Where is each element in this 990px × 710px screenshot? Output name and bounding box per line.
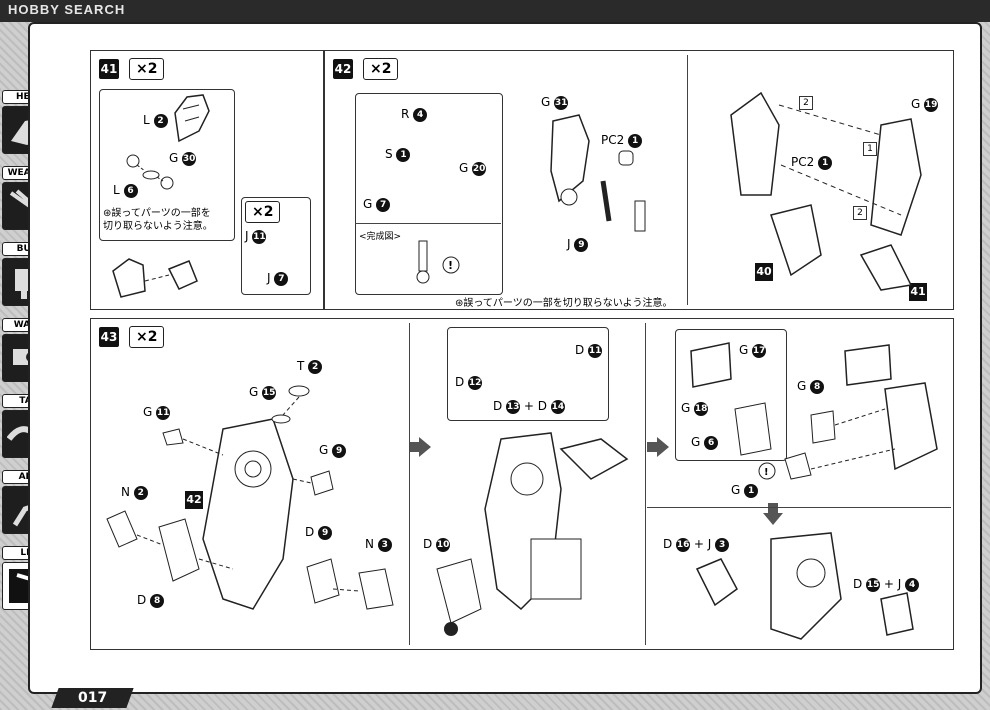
leg-assembly-drawing (436, 432, 629, 636)
step-43-panel: 43 ×2 T 2 G 15 G 11 G 9 N 2 42 D 9 N 3 D… (90, 318, 954, 650)
part-label-j7: J 7 (267, 271, 289, 286)
part-label-g15: G 15 (249, 385, 277, 400)
part-label-n3: N 3 (365, 537, 392, 552)
part-label-s1: S 1 (385, 147, 411, 162)
part-label-g17: G 17 (739, 343, 767, 358)
detail-callout (99, 89, 235, 241)
part-label-g8: G 8 (797, 379, 825, 394)
step-ref-41: 41 (909, 283, 927, 301)
part-label-g9: G 9 (319, 443, 347, 458)
completed-view-drawing: ! (416, 240, 460, 284)
part-label-d8: D 8 (137, 593, 165, 608)
part-label-l6: L 6 (113, 183, 138, 198)
caution-icon: ⊛ (103, 208, 112, 219)
part-label-d12: D 12 (455, 375, 483, 390)
flow-arrow-right (647, 437, 669, 457)
pin-part-drawing (126, 154, 174, 190)
order-step-2: 2 (799, 96, 813, 110)
foot-assembly-drawing (695, 532, 914, 640)
svg-text:!: ! (764, 467, 769, 478)
caution-icon: ⊛ (455, 298, 464, 309)
part-label-g18: G 18 (681, 401, 709, 416)
part-label-g19: G 19 (911, 97, 939, 112)
watermark: HOBBY SEARCH (8, 2, 126, 17)
part-label-g11: G 11 (143, 405, 171, 420)
order-step-2b: 2 (853, 206, 867, 220)
leg-assembly-drawing (730, 91, 922, 291)
part-label-d16-j3: D 16 + J 3 (663, 537, 730, 552)
step-ref-40: 40 (755, 263, 773, 281)
divider (409, 323, 410, 645)
part-label-g31: G 31 (541, 95, 569, 110)
part-label-g1: G 1 (731, 483, 759, 498)
part-label-d9: D 9 (305, 525, 333, 540)
claw-part-drawing (174, 94, 210, 143)
detail-callout (447, 327, 609, 421)
multiplier-badge: ×2 (363, 58, 399, 80)
leg-assembly-drawing (106, 385, 394, 610)
flow-arrow-right (409, 437, 431, 457)
step-41-panel: 41 ×2 L 2 G 30 L 6 ⊛誤ってパーツの一部を切り取らないよう注意… (90, 50, 324, 310)
part-label-g7: G 7 (363, 197, 391, 212)
divider (645, 323, 646, 645)
part-label-d11: D 11 (575, 343, 603, 358)
leg-part-drawing (550, 114, 646, 232)
flow-arrow-down (763, 503, 783, 525)
sub-multiplier-badge: ×2 (245, 201, 281, 223)
part-label-j9: J 9 (567, 237, 589, 252)
divider (647, 507, 951, 508)
step-number: 41 (99, 59, 119, 79)
part-label-g30: G 30 (169, 151, 197, 166)
detail-callout (355, 93, 503, 295)
page-number: 017 (51, 688, 134, 708)
caution-note: ⊛誤ってパーツの一部を切り取らないよう注意。 (103, 208, 213, 232)
part-label-g6: G 6 (691, 435, 719, 450)
part-label-l2: L 2 (143, 113, 168, 128)
step-number: 42 (333, 59, 353, 79)
step-ref-42: 42 (185, 491, 203, 509)
step-42-panel: 42 ×2 R 4 S 1 G 20 G 7 <完成図> ! G 31 PC2 … (324, 50, 954, 310)
part-label-t2: T 2 (297, 359, 323, 374)
caution-note: ⊛誤ってパーツの一部を切り取らないよう注意。 (455, 298, 673, 309)
completed-view-label: <完成図> (359, 232, 402, 242)
part-label-g20: G 20 (459, 161, 487, 176)
top-bar: HOBBY SEARCH (0, 0, 990, 22)
part-label-pc2: PC2 1 (601, 133, 643, 148)
part-label-r4: R 4 (401, 107, 428, 122)
part-label-j11: J 11 (245, 229, 267, 244)
assembly-drawing (112, 258, 198, 298)
part-label-d10: D 10 (423, 537, 451, 552)
order-step-1: 1 (863, 142, 877, 156)
part-label-n2: N 2 (121, 485, 148, 500)
divider (355, 223, 501, 224)
svg-text:!: ! (448, 259, 453, 272)
multiplier-badge: ×2 (129, 326, 165, 348)
part-label-d15-j4: D 15 + J 4 (853, 577, 920, 592)
part-label-d13-d14: D 13 + D 14 (493, 399, 565, 414)
toe-assembly-drawing: ! (690, 342, 938, 480)
step-number: 43 (99, 327, 119, 347)
multiplier-badge: ×2 (129, 58, 165, 80)
divider (687, 55, 688, 305)
part-label-pc2-b: PC2 1 (791, 155, 833, 170)
